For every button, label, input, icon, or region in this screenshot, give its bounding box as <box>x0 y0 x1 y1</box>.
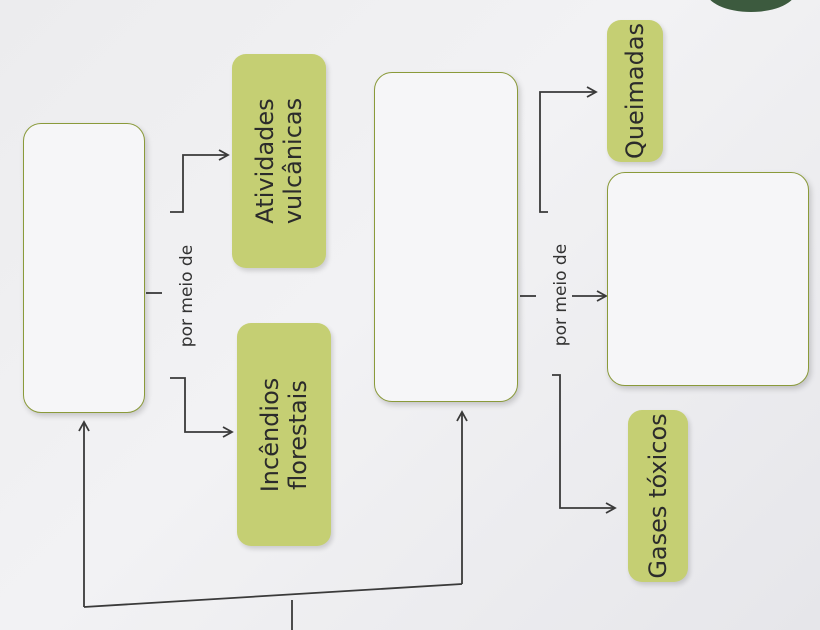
connector-label-1-wrap: por meio de <box>177 244 197 346</box>
node-incendios-florestais-text: Incêndios florestais <box>256 377 312 492</box>
node-incendios-line-2: florestais <box>284 379 312 490</box>
arrow-to-atividades <box>170 149 230 213</box>
node-incendios-line-1: Incêndios <box>256 377 284 492</box>
node-queimadas-text: Queimadas <box>621 22 649 160</box>
arrow-to-gases <box>552 374 617 514</box>
connector-label-2: por meio de <box>550 243 571 346</box>
root-branch-line <box>83 583 463 608</box>
node-atividades-vulcanicas-text: Atividades vulcânicas <box>251 98 307 224</box>
node-atividades-line-2: vulcânicas <box>279 97 307 225</box>
node-incendios-florestais: Incêndios florestais <box>237 323 331 546</box>
node-gases-toxicos-text: Gases tóxicos <box>644 413 672 579</box>
arrow-to-incendios <box>170 377 234 438</box>
connector-label-2-wrap: por meio de <box>551 243 571 345</box>
node-gases-toxicos: Gases tóxicos <box>628 410 688 582</box>
corner-decoration <box>706 0 796 12</box>
connector-label-1: por meio de <box>176 244 197 347</box>
empty-box-1 <box>23 123 145 413</box>
node-atividades-vulcanicas: Atividades vulcânicas <box>232 54 326 268</box>
empty-box-2 <box>374 72 518 402</box>
node-atividades-line-1: Atividades <box>251 98 279 224</box>
node-queimadas: Queimadas <box>607 20 663 162</box>
arrow-to-queimadas <box>539 86 598 213</box>
empty-box-3 <box>607 172 809 386</box>
